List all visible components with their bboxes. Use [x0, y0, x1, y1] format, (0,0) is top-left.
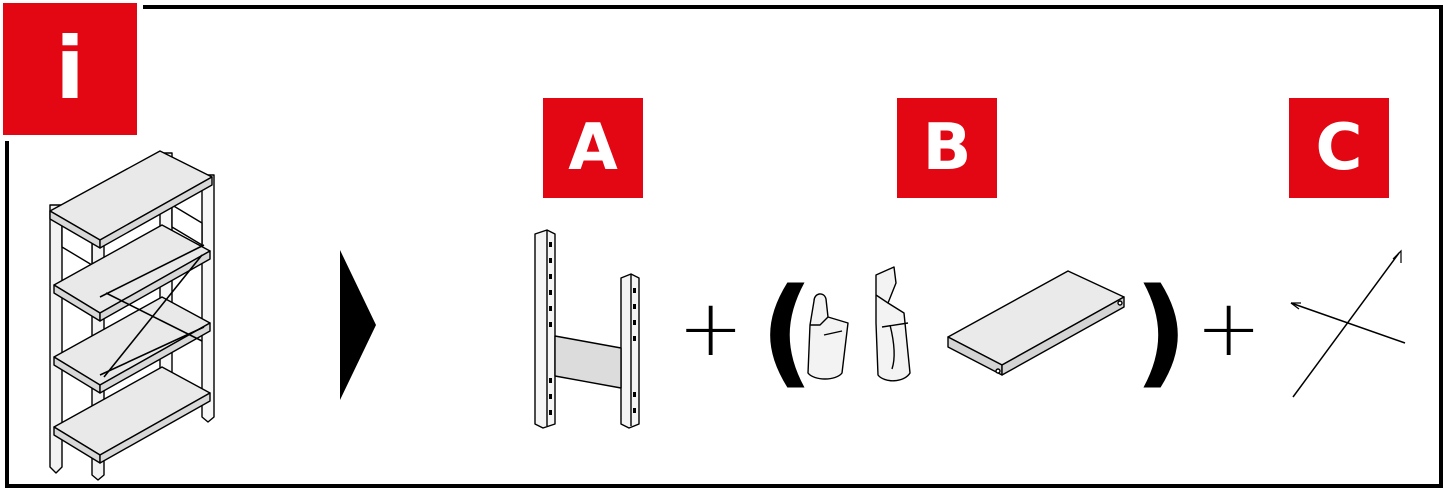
info-badge: i: [3, 3, 143, 141]
label-b: B: [897, 98, 997, 198]
label-c: C: [1289, 98, 1389, 198]
plus-sign-2: +: [1196, 284, 1262, 374]
shelf-clip-icon: [807, 266, 911, 382]
diagram-frame: [5, 5, 1443, 488]
cross-bracing-icon: [1290, 249, 1406, 398]
label-b-text: B: [922, 111, 972, 185]
shelf-panel-icon: [947, 270, 1125, 376]
close-parenthesis: ): [1134, 262, 1188, 400]
label-a-text: A: [568, 111, 618, 185]
info-icon: i: [55, 19, 85, 119]
open-parenthesis: (: [760, 262, 814, 400]
label-a: A: [543, 98, 643, 198]
label-c-text: C: [1315, 111, 1363, 185]
upright-frame-icon: [534, 229, 640, 429]
play-arrow-icon: [340, 250, 376, 400]
plus-sign-1: +: [678, 284, 744, 374]
assembled-shelving-unit-icon: [49, 150, 215, 481]
